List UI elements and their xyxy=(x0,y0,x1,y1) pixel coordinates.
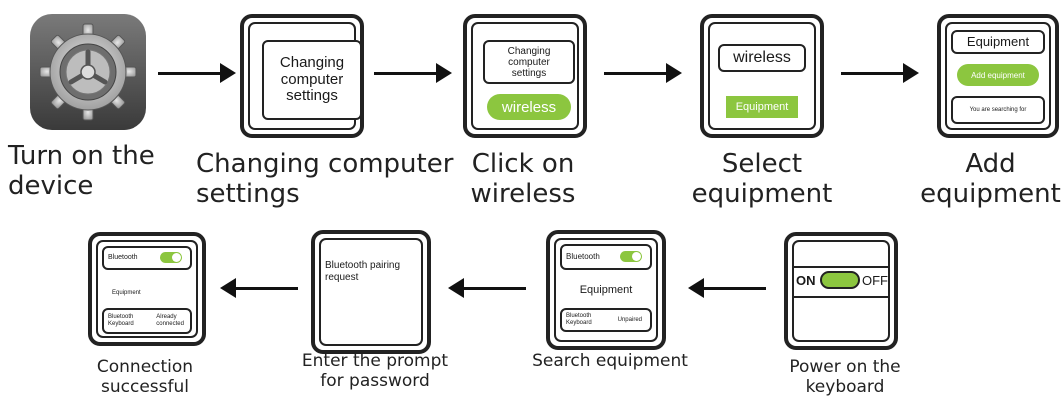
add-equipment-button[interactable]: Add equipment xyxy=(957,64,1039,86)
device-name: Bluetooth Keyboard xyxy=(566,313,592,326)
arrow-icon xyxy=(158,63,236,83)
step-caption: Enter the prompt for password xyxy=(301,351,449,391)
equipment-label: Equipment xyxy=(112,290,141,296)
settings-box: Changing computer settings xyxy=(262,40,362,120)
device-status: Already connected xyxy=(156,314,184,327)
power-toggle[interactable] xyxy=(820,271,860,289)
equipment-heading: Equipment xyxy=(579,284,633,296)
step-caption: Turn on the device xyxy=(8,141,155,201)
bluetooth-label: Bluetooth xyxy=(566,251,600,261)
step-caption: Power on the keyboard xyxy=(789,357,901,397)
step-caption: Click on wireless xyxy=(470,149,576,209)
device-row[interactable]: Bluetooth Keyboard Already connected xyxy=(102,308,192,334)
bluetooth-row: Bluetooth xyxy=(102,246,192,270)
phone-screen: Changing computer settings xyxy=(240,14,364,138)
equipment-option[interactable]: Equipment xyxy=(726,96,798,118)
settings-box: Changing computer settings xyxy=(483,40,575,84)
device-name: Bluetooth Keyboard xyxy=(108,314,134,327)
equipment-box: Equipment xyxy=(951,30,1045,54)
bluetooth-toggle[interactable] xyxy=(620,251,642,262)
phone-screen: Equipment Add equipment You are searchin… xyxy=(937,14,1059,138)
arrow-icon xyxy=(841,63,919,83)
phone-screen: wireless Equipment xyxy=(700,14,824,138)
phone-screen: Bluetooth Equipment Bluetooth Keyboard U… xyxy=(546,230,666,350)
arrow-icon xyxy=(448,278,526,298)
arrow-icon xyxy=(688,278,766,298)
off-label: OFF xyxy=(862,273,888,288)
phone-screen: Bluetooth pairing request xyxy=(311,230,431,354)
arrow-icon xyxy=(604,63,682,83)
step-caption: Add equipment xyxy=(920,149,1061,209)
arrow-icon xyxy=(374,63,452,83)
arrow-icon xyxy=(220,278,298,298)
phone-screen: Changing computer settings wireless xyxy=(463,14,587,138)
wireless-option[interactable]: wireless xyxy=(487,94,571,120)
searching-box: You are searching for xyxy=(951,96,1045,124)
bluetooth-toggle[interactable] xyxy=(160,252,182,263)
step-caption: Select equipment xyxy=(691,149,833,209)
on-label: ON xyxy=(796,273,816,288)
device-status: Unpaired xyxy=(617,316,642,323)
phone-screen: ON OFF xyxy=(784,232,898,350)
step-caption: Connection successful xyxy=(96,357,194,397)
device-row[interactable]: Bluetooth Keyboard Unpaired xyxy=(560,308,652,332)
pairing-request-text: Bluetooth pairing request xyxy=(325,260,401,283)
step-caption: Changing computer settings xyxy=(196,149,454,209)
wireless-box: wireless xyxy=(718,44,806,72)
power-switch-bar xyxy=(794,266,888,298)
step-caption: Search equipment xyxy=(532,351,688,371)
bluetooth-label: Bluetooth xyxy=(108,254,138,262)
bluetooth-row: Bluetooth xyxy=(560,244,652,270)
gear-icon xyxy=(30,14,146,130)
phone-screen: Bluetooth Equipment Bluetooth Keyboard A… xyxy=(88,232,206,346)
